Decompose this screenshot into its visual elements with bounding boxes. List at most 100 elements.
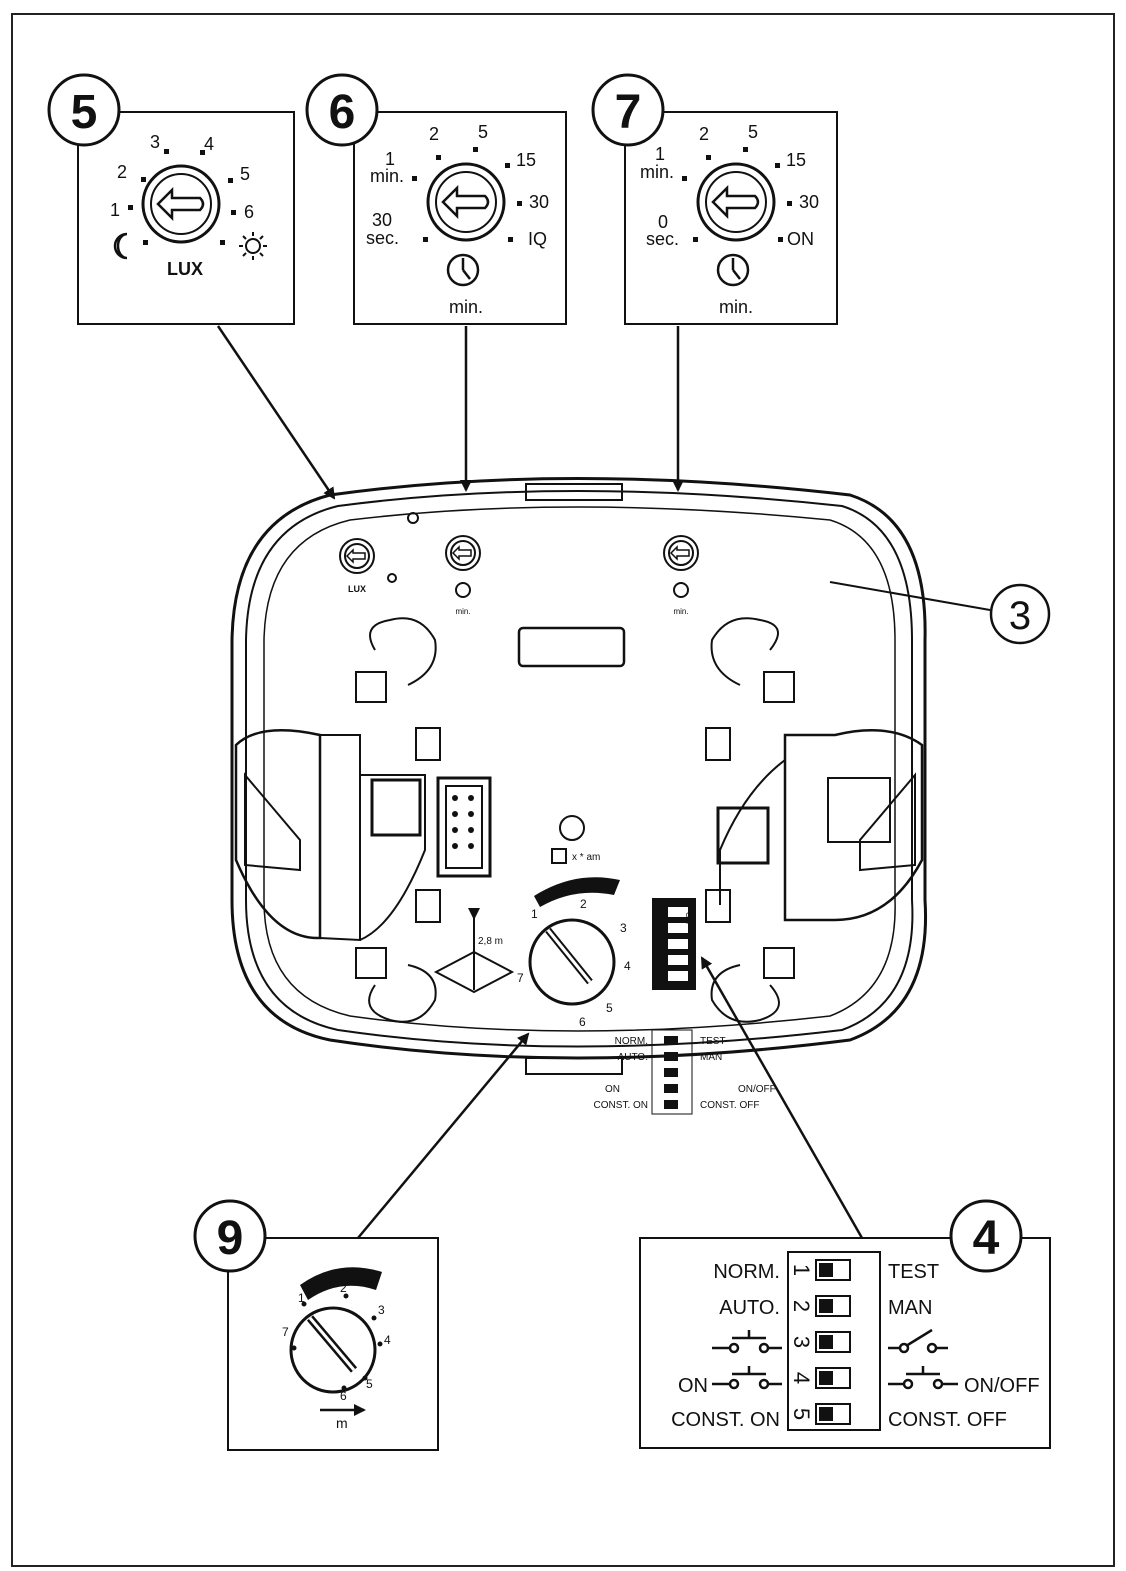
- sun-icon: [239, 232, 267, 260]
- pushbutton-symbol-icon: [712, 1366, 782, 1390]
- delay-tick-15: 15: [786, 150, 806, 170]
- time-dial-panel: 6 1 min. 2 5 15 30 IQ 30 sec. min.: [305, 73, 567, 325]
- base-legend-right-2: MAN: [700, 1052, 722, 1063]
- dip-row2-left: AUTO.: [719, 1297, 780, 1319]
- delay-low-value: 0: [658, 212, 668, 232]
- callout-3-number: 3: [1009, 594, 1031, 638]
- lux-tick-3: 3: [150, 132, 160, 152]
- callout-7-circle: [591, 73, 665, 147]
- height-label: 2,8 m: [478, 936, 503, 947]
- dip-row2-right: MAN: [888, 1297, 932, 1319]
- delay-tick-5: 5: [748, 122, 758, 142]
- base-legend-left-1: NORM.: [615, 1036, 648, 1047]
- base-legend-left-4: ON: [605, 1084, 620, 1095]
- dip-number-4: 4: [789, 1372, 814, 1384]
- callout-5-circle: [47, 73, 121, 147]
- delay-tick-on: ON: [787, 229, 814, 249]
- base-legend-left-5: CONST. ON: [594, 1100, 648, 1111]
- base-lux-label: LUX: [348, 584, 366, 594]
- base-legend-right-5: CONST. OFF: [700, 1100, 759, 1111]
- dip-switch-panel: 4 1 2 3 4 5 NORM. AUTO. ON CONST. ON TES…: [639, 1199, 1051, 1449]
- delay-dial-panel: 7 1 min. 2 5 15 30 ON 0 sec. min.: [591, 73, 838, 325]
- leader-arrow-5: [216, 325, 336, 500]
- base-dip-legend: [651, 1029, 693, 1115]
- callout-5-number: 5: [71, 86, 98, 139]
- callout-9-number: 9: [217, 1212, 244, 1265]
- base-range-tick-1: 1: [531, 907, 538, 921]
- delay-tick-30: 30: [799, 192, 819, 212]
- callout-7-number: 7: [615, 86, 642, 139]
- clock-icon: [446, 253, 480, 287]
- range-tick-6: 6: [340, 1389, 347, 1403]
- time-tick-5: 5: [478, 122, 488, 142]
- base-range-dial: [528, 877, 620, 1006]
- time-tick-iq: IQ: [528, 229, 547, 249]
- delay-low-unit: sec.: [646, 229, 679, 249]
- pushbutton-symbol-icon: [888, 1366, 958, 1390]
- lux-tick-2: 2: [117, 162, 127, 182]
- time-tick-15: 15: [516, 150, 536, 170]
- base-range-tick-7: 7: [517, 971, 524, 985]
- base-legend-right-1: TEST: [700, 1036, 726, 1047]
- range-arc-indicator: [300, 1267, 382, 1300]
- lux-tick-1: 1: [110, 200, 120, 220]
- range-tick-4: 4: [384, 1333, 391, 1347]
- base-range-tick-4: 4: [624, 959, 631, 973]
- base-legend-left-2: AUTO.: [618, 1052, 648, 1063]
- lux-tick-4: 4: [204, 134, 214, 154]
- delay-unit-label: min.: [719, 297, 753, 317]
- range-tick-5: 5: [366, 1377, 373, 1391]
- base-range-tick-2: 2: [580, 897, 587, 911]
- delay-dial-arrow-icon: [711, 184, 760, 220]
- range-unit-label: m: [336, 1415, 348, 1431]
- dip-row4-right: ON/OFF: [964, 1375, 1040, 1397]
- callout-6-number: 6: [329, 86, 356, 139]
- switch-symbol-icon: [888, 1328, 948, 1354]
- callout-4-circle: [949, 1199, 1023, 1273]
- base-dip-block: [652, 898, 696, 990]
- base-delay-unit: min.: [673, 607, 688, 616]
- lux-tick-5: 5: [240, 164, 250, 184]
- range-tick-7: 7: [282, 1325, 289, 1339]
- lux-dial-panel: 5 1 2 3 4 5 6 LUX: [47, 73, 295, 325]
- lux-tick-6: 6: [244, 202, 254, 222]
- time-dial-arrow-icon: [441, 184, 490, 220]
- base-legend-right-4: ON/OFF: [738, 1084, 776, 1095]
- dip-number-2: 2: [789, 1300, 814, 1312]
- range-tick-2: 2: [340, 1281, 347, 1295]
- range-tick-3: 3: [378, 1303, 385, 1317]
- clock-icon: [716, 253, 750, 287]
- pushbutton-symbol-icon: [712, 1330, 782, 1354]
- page-border: [11, 13, 1115, 1567]
- callout-3-circle: [989, 583, 1051, 645]
- delay-tick-1-unit: min.: [640, 162, 674, 182]
- dip-number-1: 1: [789, 1264, 814, 1276]
- dip-row1-left: NORM.: [713, 1261, 780, 1283]
- range-dial-panel: 9 1 2 3 4 5 6 7 m: [193, 1199, 439, 1451]
- dip-row4-left: ON: [678, 1375, 708, 1397]
- callout-4-number: 4: [973, 1212, 1000, 1265]
- time-low-value: 30: [372, 210, 392, 230]
- dip-row5-right: CONST. OFF: [888, 1409, 1007, 1431]
- time-tick-2: 2: [429, 124, 439, 144]
- base-time-unit: min.: [455, 607, 470, 616]
- callout-9-circle: [193, 1199, 267, 1273]
- leader-line-3: [829, 581, 991, 611]
- dip-row5-left: CONST. ON: [671, 1409, 780, 1431]
- delay-tick-1: 1: [655, 144, 665, 164]
- time-tick-1: 1: [385, 149, 395, 169]
- leader-arrow-9: [357, 1032, 530, 1239]
- time-unit-label: min.: [449, 297, 483, 317]
- base-range-tick-6: 6: [579, 1015, 586, 1029]
- dip-number-3: 3: [789, 1336, 814, 1348]
- dip-number-5: 5: [789, 1408, 814, 1420]
- sensor-base-plate: [230, 477, 928, 1075]
- callout-6-circle: [305, 73, 379, 147]
- lux-label: LUX: [167, 259, 203, 279]
- moon-icon: [113, 232, 128, 260]
- base-dip-on-label: ON: [684, 912, 693, 924]
- lux-dial-arrow-icon: [156, 186, 205, 222]
- delay-tick-2: 2: [699, 124, 709, 144]
- base-mini-dials: [339, 512, 699, 598]
- base-range-tick-3: 3: [620, 921, 627, 935]
